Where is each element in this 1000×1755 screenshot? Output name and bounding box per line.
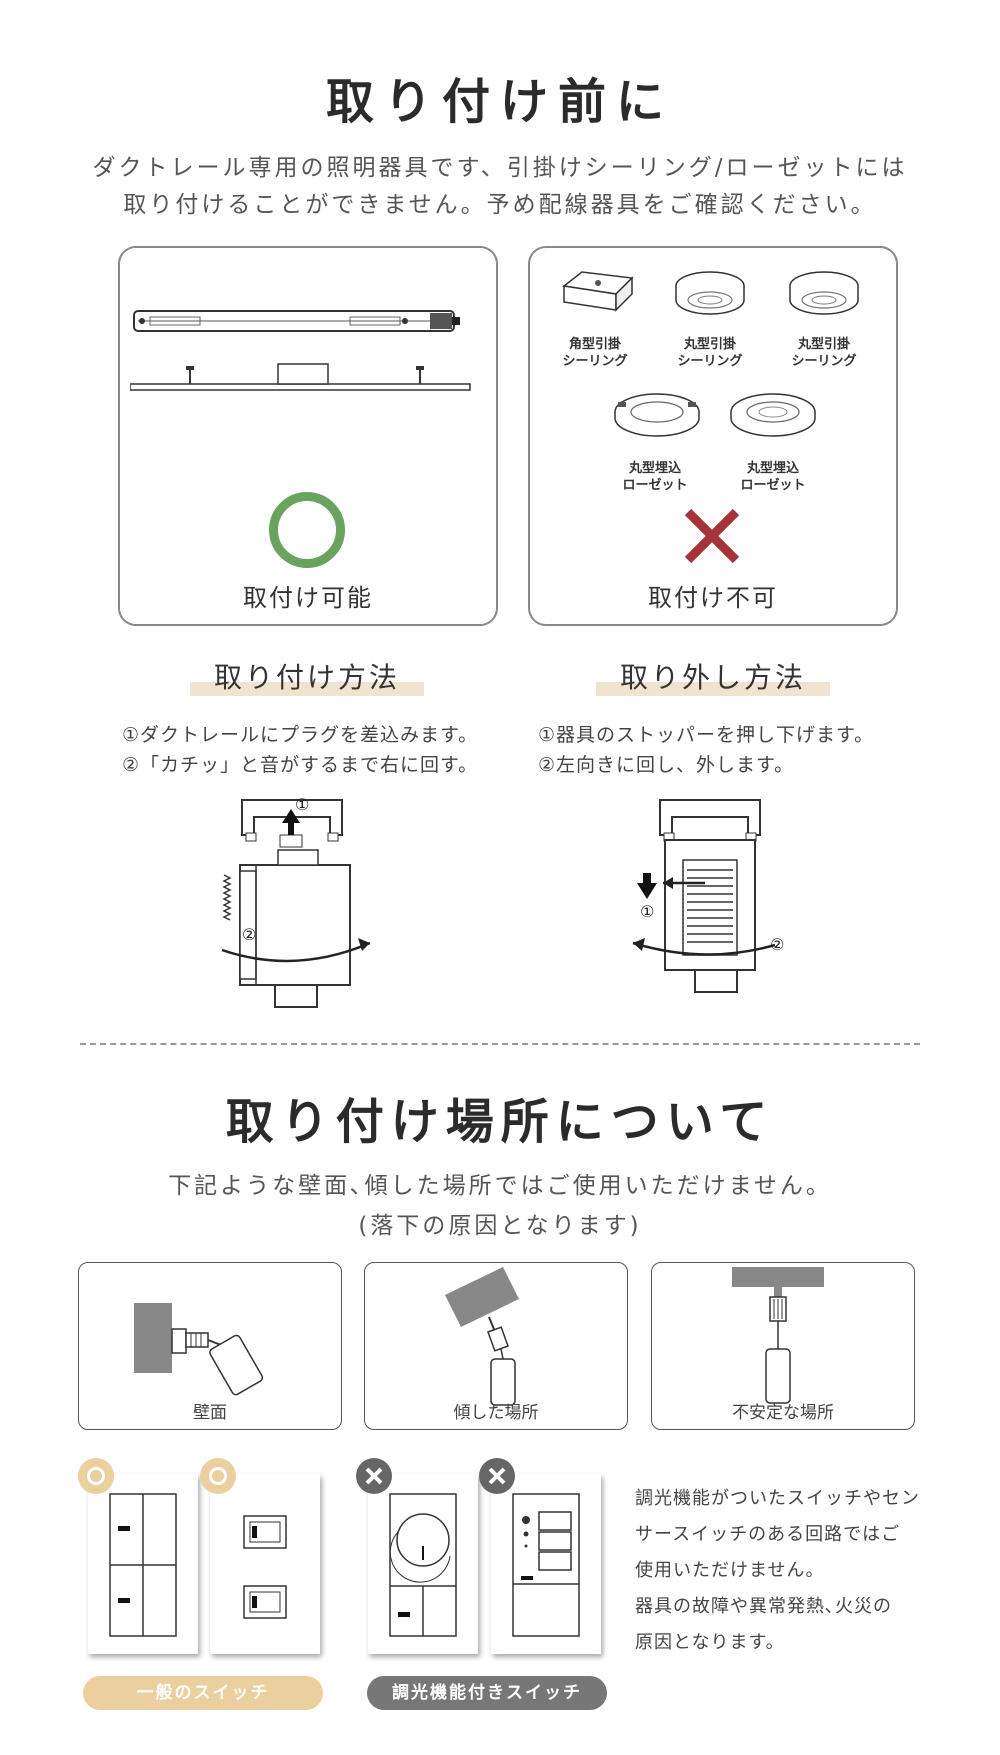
ok-badge-icon-1 [78, 1458, 114, 1494]
remove-marker-1: ① [640, 902, 655, 921]
round-rosette-fixture-icon-1 [614, 393, 700, 437]
remove-step-1: ①器具のストッパーを押し下げます。 [538, 724, 875, 746]
location-box-tilted: 傾した場所 [364, 1262, 628, 1430]
note-line-1: 調光機能がついたスイッチやセン [635, 1488, 920, 1509]
normal-switch-label: 一般のスイッチ [83, 1676, 323, 1710]
ng-box: 角型引掛シーリング 丸型引掛シーリング 丸型引掛シーリング 丸型埋込ローゼット … [528, 246, 898, 626]
ng-label: 取付け不可 [648, 584, 778, 612]
ng-badge-icon-1 [356, 1458, 392, 1494]
dial-dimmer-illustration [389, 1493, 457, 1637]
section-divider [80, 1043, 920, 1045]
dimmer-switch-label: 調光機能付きスイッチ [367, 1676, 607, 1710]
unstable-mount-illustration [732, 1267, 824, 1404]
round-rosette-fixture-icon-2 [730, 393, 816, 437]
fixture-label-4: 丸型埋込ローゼット [622, 461, 688, 493]
remove-step-2: ②左向きに回し、外します。 [538, 754, 795, 776]
remove-marker-2: ② [770, 935, 785, 954]
remove-heading-underline [596, 682, 830, 696]
section-title-2: 取り付け場所について [225, 1094, 775, 1150]
note-line-4: 器具の故障や異常発熱､火災の [635, 1596, 892, 1617]
square-ceiling-fixture-icon [562, 271, 634, 312]
location-box-unstable: 不安定な場所 [651, 1262, 915, 1430]
wall-mount-illustration [134, 1303, 264, 1396]
note-line-5: 原因となります。 [635, 1632, 785, 1653]
location-label-unstable: 不安定な場所 [732, 1403, 834, 1423]
ok-box: 取付け可能 [118, 246, 498, 626]
intro-line-2: 取り付けることができません。予め配線器具をご確認ください。 [123, 192, 877, 218]
switch-panel-dimmer-1 [368, 1474, 478, 1654]
intro-line-1: ダクトレール専用の照明器具です、引掛けシーリング/ローゼットには [92, 155, 908, 181]
round-ceiling-fixture-icon-1 [675, 271, 745, 315]
install-heading-underline [190, 682, 424, 696]
fixture-label-5: 丸型埋込ローゼット [740, 461, 806, 493]
duct-rail-illustration [130, 310, 471, 391]
install-step-1: ①ダクトレールにプラグを差込みます。 [122, 724, 479, 746]
switch-panel-normal-2 [210, 1474, 320, 1654]
remove-illustration [632, 799, 776, 993]
rocker-switch-illustration [243, 1515, 287, 1619]
fixture-label-1: 角型引掛シーリング [562, 337, 628, 369]
ok-circle-icon [269, 492, 345, 568]
remove-heading: 取り外し方法 [619, 661, 806, 694]
ok-badge-icon-2 [200, 1458, 236, 1494]
note-line-3: 使用いただけません。 [635, 1560, 825, 1581]
install-marker-2: ② [242, 925, 257, 944]
tilted-mount-illustration [445, 1267, 519, 1406]
switch-panel-dimmer-2 [491, 1474, 601, 1654]
location-box-wall: 壁面 [78, 1262, 342, 1430]
fixture-label-2: 丸型引掛シーリング [677, 337, 743, 369]
fixture-label-3: 丸型引掛シーリング [791, 337, 857, 369]
wide-switch-illustration [109, 1493, 177, 1637]
ng-cross-icon [684, 508, 740, 564]
ok-label: 取付け可能 [243, 584, 373, 612]
location-label-tilted: 傾した場所 [453, 1403, 539, 1423]
button-dimmer-illustration [512, 1493, 580, 1637]
switch-panel-normal-1 [88, 1474, 198, 1654]
note-line-2: サースイッチのある回路ではご [635, 1524, 901, 1545]
install-illustration [221, 799, 371, 1008]
location-line-1: 下記ような壁面､傾した場所ではご使用いただけません。 [168, 1173, 832, 1199]
ng-badge-icon-2 [479, 1458, 515, 1494]
install-heading: 取り付け方法 [213, 661, 400, 694]
round-ceiling-fixture-icon-2 [789, 271, 859, 315]
install-marker-1: ① [295, 795, 310, 814]
location-label-wall: 壁面 [193, 1403, 227, 1423]
section-title: 取り付け前に [325, 74, 674, 130]
install-step-2: ②「カチッ」と音がするまで右に回す。 [122, 754, 479, 776]
location-line-2: (落下の原因となります) [358, 1213, 642, 1239]
